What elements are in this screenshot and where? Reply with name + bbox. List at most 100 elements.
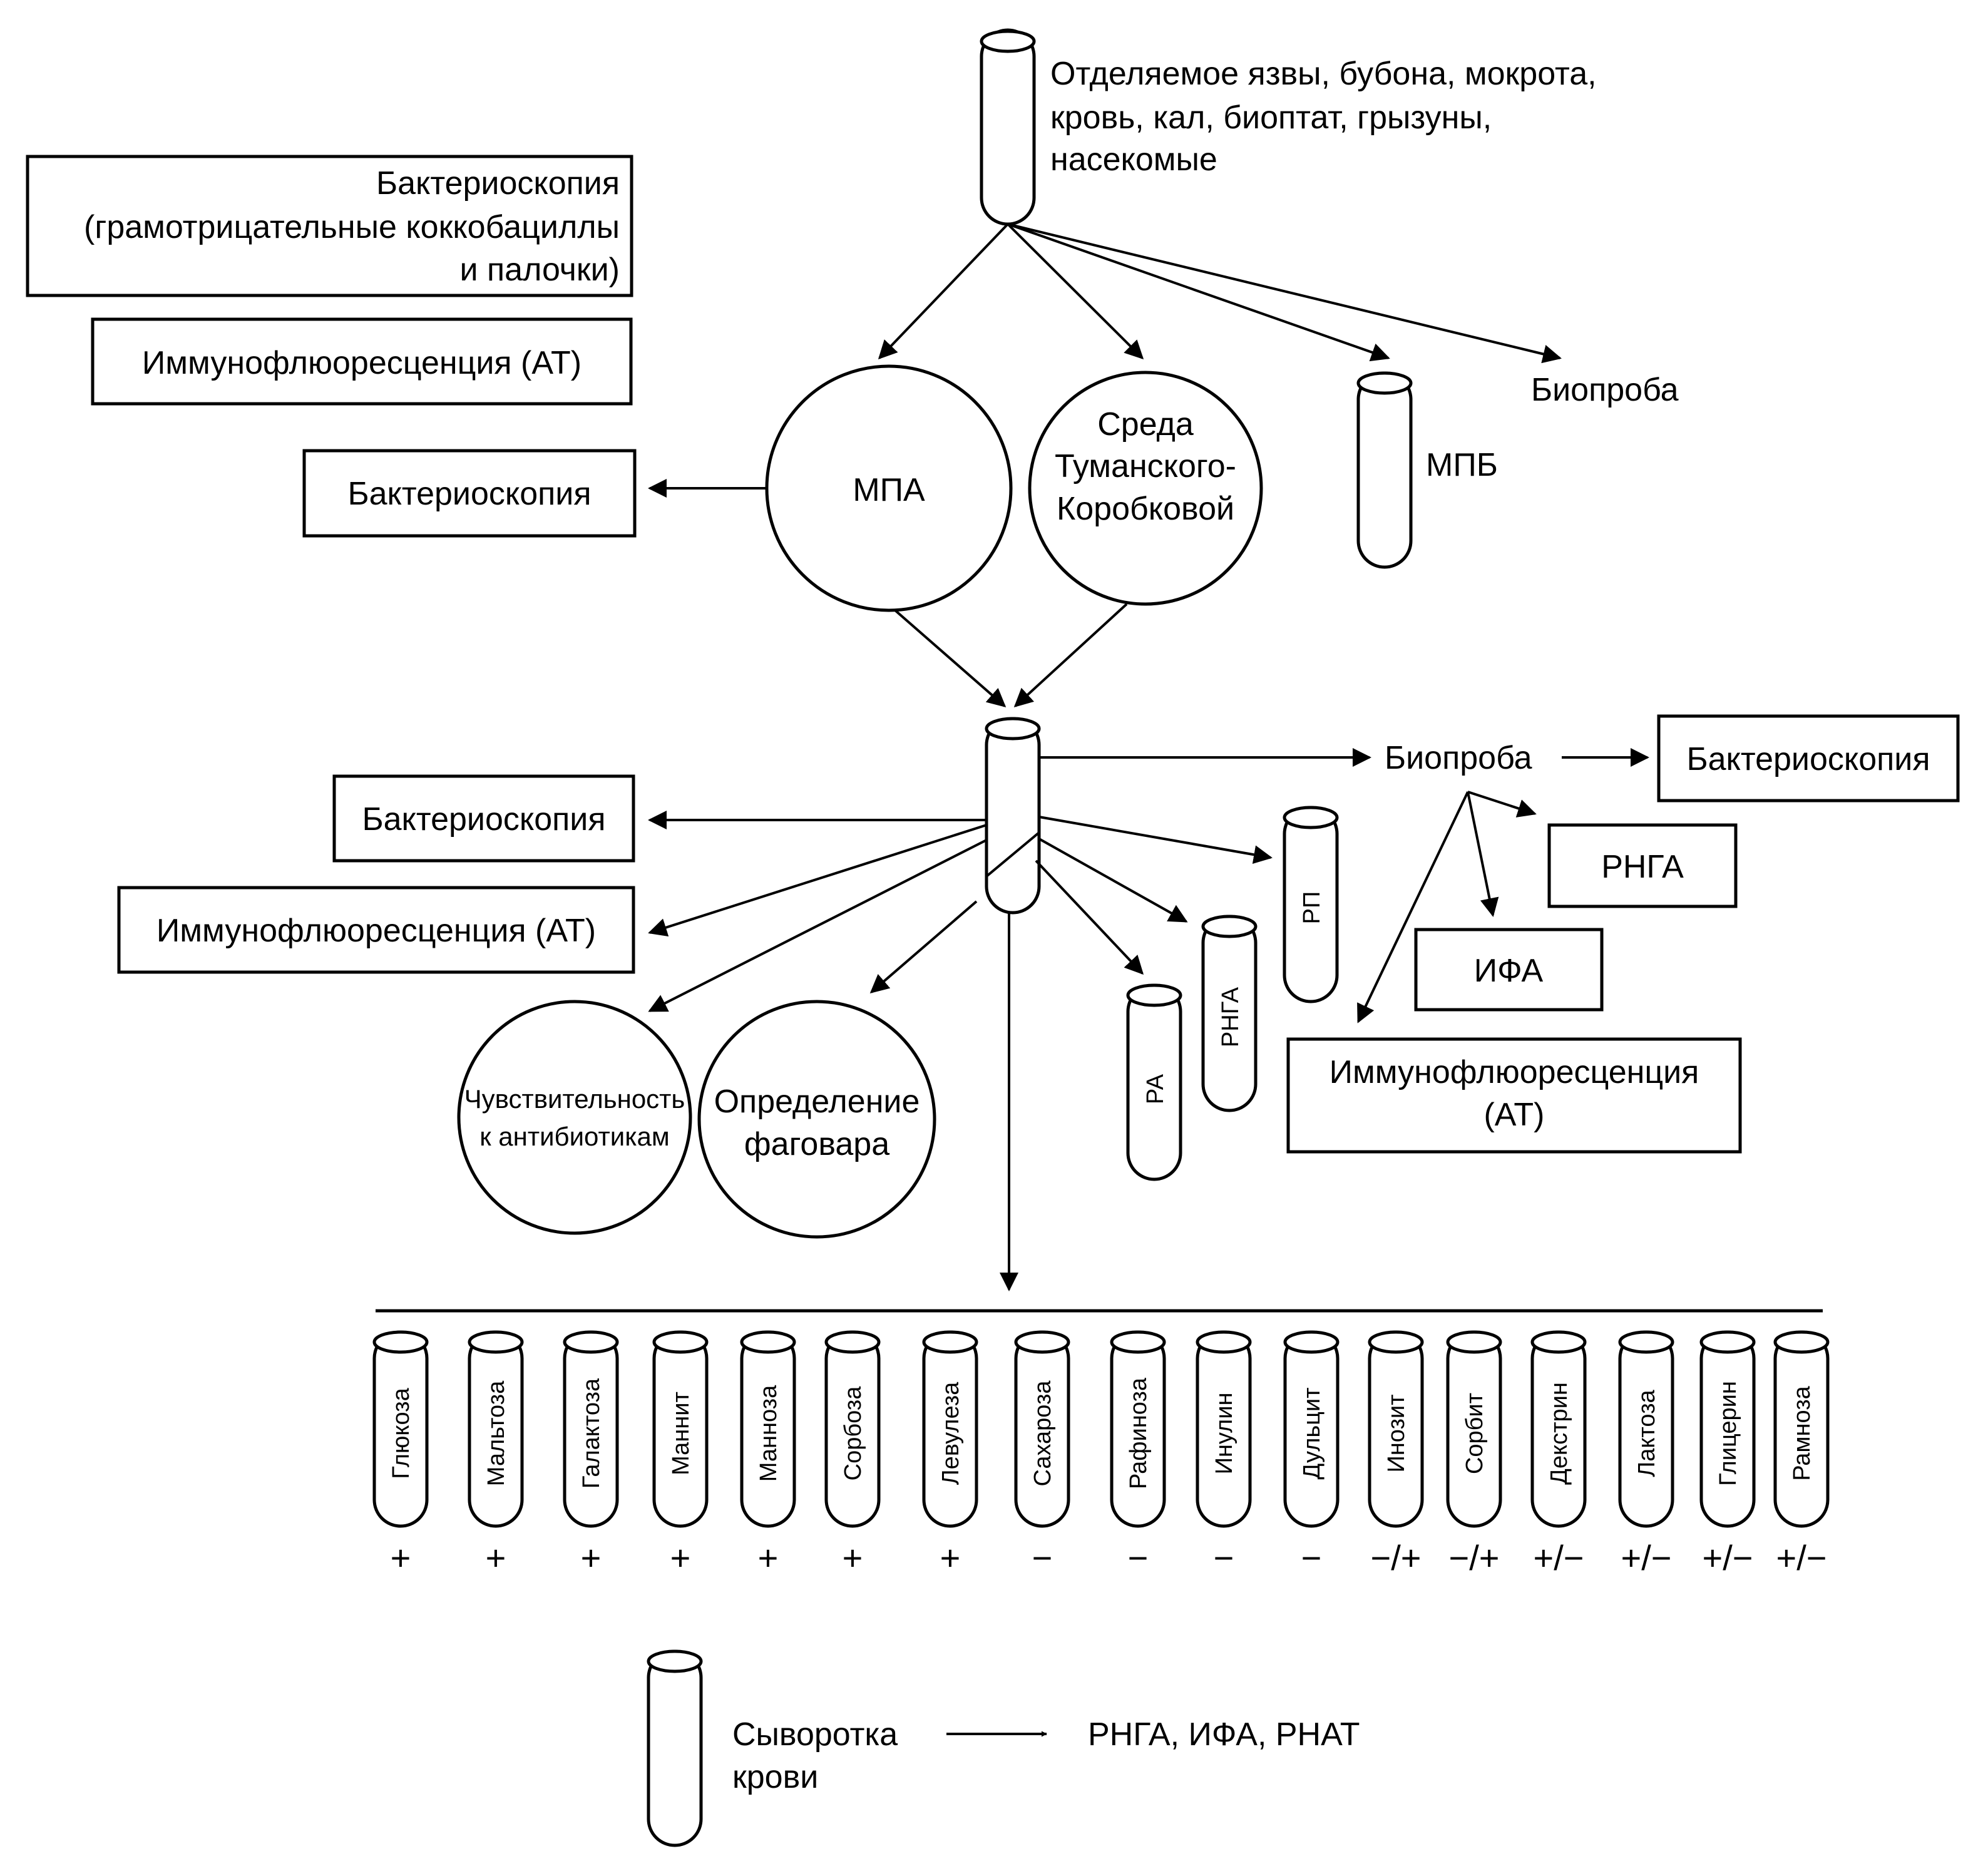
sugar-result-sign: + [843, 1538, 863, 1577]
sugar-tube: Манноза+ [740, 1330, 796, 1577]
sugar-result-sign: + [391, 1538, 411, 1577]
rp-tube [1283, 806, 1339, 1003]
sugar-result-sign: +/− [1534, 1538, 1584, 1577]
sugar-result-sign: + [940, 1538, 961, 1577]
sugar-tube: Сахароза − [1014, 1330, 1070, 1577]
bioassay2-bact-label: Бактериоскопия [1686, 741, 1930, 777]
arrow-culture-to-rp [1038, 816, 1273, 864]
serum-tube [647, 1649, 703, 1847]
sugar-result-sign: +/− [1703, 1538, 1753, 1577]
serum-line-1: Сыворотка [732, 1716, 898, 1753]
sugar-tube: Инулин− [1196, 1330, 1252, 1577]
arrow-tumansky-to-culture [1013, 603, 1128, 708]
sugar-tube-label: Дульцит [1299, 1387, 1325, 1479]
sugar-tube-label: Сорбоза [840, 1386, 866, 1481]
phagovar-plate [697, 1000, 936, 1239]
sugar-tube: Левулеза + [922, 1330, 978, 1577]
arrow-culture-to-ra [1035, 859, 1144, 975]
sugar-tube: Глицерин+/− [1699, 1330, 1756, 1577]
direct-if-box [91, 317, 633, 406]
sugar-tube: Мальтоза + [468, 1330, 524, 1577]
sugar-result-sign: + [486, 1538, 506, 1577]
rp-label: РП [1299, 891, 1325, 925]
sugar-tube-label: Инозит [1383, 1394, 1410, 1472]
sugar-tube-label: Маннит [668, 1392, 694, 1475]
arrow-bioassay2-to-if [1357, 791, 1469, 1023]
culture-if-label: Иммунофлюоресценция (АТ) [156, 913, 596, 949]
sensitivity-line-2: к антибиотикам [479, 1122, 669, 1151]
tumansky-line-3: Коробковой [1057, 491, 1234, 527]
sugar-tube-label: Сорбит [1462, 1393, 1488, 1474]
sugar-tube: Галактоза + [563, 1330, 619, 1577]
direct-bacterioscopy-note-1: (грамотрицательные коккобациллы [84, 209, 620, 245]
sugar-tube: Дульцит − [1283, 1330, 1340, 1577]
bioassay-label: Биопроба [1531, 372, 1679, 408]
arrow-bioassay2-to-rnga [1467, 791, 1537, 818]
sugar-result-sign: + [581, 1538, 602, 1577]
rnga-tube [1201, 915, 1258, 1112]
sugar-tube: Маннит + [652, 1330, 709, 1577]
bioassay2-if-line-2: (АТ) [1483, 1097, 1544, 1133]
sugar-tube-label: Мальтоза [483, 1380, 510, 1486]
phagovar-line-2: фаговара [744, 1126, 889, 1162]
phagovar-line-1: Определение [714, 1084, 920, 1120]
arrow-to-tumansky [1007, 223, 1144, 360]
sugar-tube: Рафиноза − [1110, 1330, 1166, 1577]
arrow-mpa-to-culture [894, 609, 1007, 707]
tumansky-line-1: Среда [1097, 406, 1194, 443]
arrow-to-bioassay [1007, 223, 1562, 364]
specimen-line-2: кровь, кал, биоптат, грызуны, [1050, 100, 1492, 136]
tumansky-plate [1028, 371, 1263, 606]
sugar-tube: Сорбоза + [824, 1330, 881, 1577]
mpb-label: МПБ [1426, 447, 1498, 483]
bioassay2-if-line-1: Иммунофлюоресценция [1330, 1054, 1699, 1090]
sugar-tube-label: Левулеза [938, 1382, 964, 1485]
arrow-to-mpa [878, 223, 1009, 360]
specimen-line-1: Отделяемое язвы, бубона, мокрота, [1050, 56, 1597, 92]
bioassay2-ifa-label: ИФА [1474, 953, 1544, 989]
mpb-tube [1356, 371, 1413, 569]
sugar-result-sign: − [1032, 1538, 1053, 1577]
ra-label: РА [1142, 1074, 1169, 1104]
bioassay2-rnga-box [1547, 823, 1738, 908]
sugar-result-sign: +/− [1776, 1538, 1827, 1577]
ra-tube [1126, 983, 1182, 1181]
bioassay2-label: Биопроба [1385, 740, 1532, 776]
serum-tests-label: РНГА, ИФА, РНАТ [1088, 1716, 1360, 1753]
specimen-line-3: насекомые [1050, 141, 1217, 178]
sugar-tube-label: Лактоза [1634, 1389, 1660, 1477]
specimen-tube [980, 28, 1036, 226]
sugar-tube-label: Галактоза [578, 1378, 605, 1489]
bioassay2-bact-box [1657, 714, 1960, 802]
pure-culture-tube [985, 717, 1041, 915]
sensitivity-plate [457, 1000, 692, 1235]
sugar-result-sign: −/+ [1371, 1538, 1422, 1577]
bioassay2-rnga-label: РНГА [1601, 849, 1684, 885]
sugar-result-sign: − [1214, 1538, 1234, 1577]
sugar-result-sign: − [1128, 1538, 1149, 1577]
sugar-tube-label: Декстрин [1546, 1382, 1572, 1485]
direct-if-label: Иммунофлюоресценция (АТ) [142, 345, 582, 381]
mpa-bact-label: Бактериоскопия [347, 476, 591, 512]
arrow-culture-to-rnga [1038, 838, 1188, 923]
sugar-tube-label: Рафиноза [1125, 1377, 1152, 1489]
sugar-tube: Лактоза+/− [1618, 1330, 1674, 1577]
sugar-tube: Инозит −/+ [1368, 1330, 1424, 1577]
rnga-label: РНГА [1217, 987, 1244, 1047]
sugar-tube: Рамноза+/− [1773, 1330, 1830, 1577]
sugar-tube: Декстрин +/− [1530, 1330, 1587, 1577]
culture-bact-box [332, 774, 635, 863]
bioassay2-if-box [1286, 1037, 1742, 1154]
sugar-tube-label: Сахароза [1030, 1380, 1056, 1487]
sugar-tube-label: Манноза [756, 1385, 782, 1482]
arrow-bioassay2-to-ifa [1467, 791, 1499, 917]
tumansky-line-2: Туманского- [1055, 448, 1236, 485]
mpa-bact-box [302, 449, 637, 538]
sugar-result-sign: + [670, 1538, 691, 1577]
arrow-culture-to-phagovar [869, 900, 978, 993]
sugar-result-sign: − [1301, 1538, 1322, 1577]
culture-if-box [117, 886, 635, 974]
arrow-culture-to-sensitivity [648, 839, 987, 1012]
culture-bact-label: Бактериоскопия [362, 801, 605, 838]
